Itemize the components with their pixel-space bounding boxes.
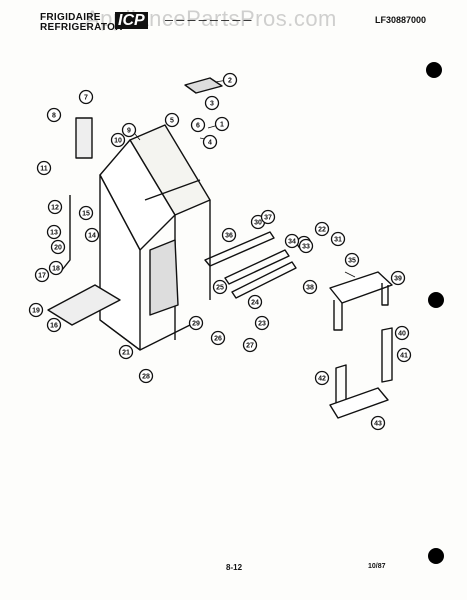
revision-date: 10/87 bbox=[368, 563, 386, 570]
callout-14: 14 bbox=[84, 227, 100, 243]
callout-4: 4 bbox=[202, 134, 218, 150]
callout-19: 19 bbox=[28, 302, 44, 318]
callout-10: 10 bbox=[110, 132, 126, 148]
svg-text:22: 22 bbox=[318, 227, 326, 234]
svg-text:34: 34 bbox=[288, 239, 296, 246]
model-number: LF30887000 bbox=[375, 15, 427, 25]
callout-38: 38 bbox=[302, 279, 318, 295]
callout-21: 21 bbox=[118, 344, 134, 360]
svg-text:19: 19 bbox=[32, 308, 40, 315]
callout-17: 17 bbox=[34, 267, 50, 283]
svg-text:37: 37 bbox=[264, 215, 272, 222]
brand-logo: ICP bbox=[115, 12, 148, 29]
callout-31: 31 bbox=[330, 231, 346, 247]
svg-text:35: 35 bbox=[348, 258, 356, 265]
svg-text:28: 28 bbox=[142, 374, 150, 381]
callout-18: 18 bbox=[48, 260, 64, 276]
svg-text:3: 3 bbox=[210, 101, 214, 108]
svg-text:31: 31 bbox=[334, 237, 342, 244]
svg-text:12: 12 bbox=[51, 205, 59, 212]
callout-12: 12 bbox=[47, 199, 63, 215]
callout-27: 27 bbox=[242, 337, 258, 353]
callout-26: 26 bbox=[210, 330, 226, 346]
callout-20: 20 bbox=[50, 239, 66, 255]
callout-23: 23 bbox=[254, 315, 270, 331]
svg-text:2: 2 bbox=[228, 78, 232, 85]
callout-7: 7 bbox=[78, 89, 94, 105]
callout-29: 29 bbox=[188, 315, 204, 331]
svg-text:11: 11 bbox=[40, 166, 48, 173]
callout-8: 8 bbox=[46, 107, 62, 123]
callout-37: 37 bbox=[260, 209, 276, 225]
callout-33: 33 bbox=[298, 238, 314, 254]
callout-3: 3 bbox=[204, 95, 220, 111]
callout-41: 41 bbox=[396, 347, 412, 363]
svg-text:25: 25 bbox=[216, 285, 224, 292]
svg-text:38: 38 bbox=[306, 285, 314, 292]
svg-text:6: 6 bbox=[196, 123, 200, 130]
svg-text:8: 8 bbox=[52, 113, 56, 120]
svg-text:40: 40 bbox=[398, 331, 406, 338]
callout-15: 15 bbox=[78, 205, 94, 221]
brand-name: FRIGIDAIRE bbox=[40, 12, 101, 23]
svg-text:1: 1 bbox=[220, 122, 224, 129]
svg-text:24: 24 bbox=[251, 300, 259, 307]
svg-text:17: 17 bbox=[38, 273, 46, 280]
cabinet-shell bbox=[99, 124, 211, 351]
callout-35: 35 bbox=[344, 252, 360, 268]
callout-6: 6 bbox=[190, 117, 206, 133]
svg-text:7: 7 bbox=[84, 95, 88, 102]
callout-13: 13 bbox=[46, 224, 62, 240]
svg-text:9: 9 bbox=[127, 128, 131, 135]
svg-text:30: 30 bbox=[254, 220, 262, 227]
callout-9: 9 bbox=[121, 122, 137, 138]
callout-42: 42 bbox=[314, 370, 330, 386]
header-rule-text: — — — — — — — — bbox=[165, 16, 253, 25]
svg-text:26: 26 bbox=[214, 336, 222, 343]
callout-25: 25 bbox=[212, 279, 228, 295]
callout-40: 40 bbox=[394, 325, 410, 341]
callout-43: 43 bbox=[370, 415, 386, 431]
svg-text:15: 15 bbox=[82, 211, 90, 218]
svg-text:20: 20 bbox=[54, 245, 62, 252]
svg-text:21: 21 bbox=[122, 350, 130, 357]
binder-hole-bottom bbox=[428, 548, 444, 564]
svg-text:39: 39 bbox=[394, 276, 402, 283]
callout-28: 28 bbox=[138, 368, 154, 384]
callout-39: 39 bbox=[390, 270, 406, 286]
callout-2: 2 bbox=[222, 72, 238, 88]
binder-hole-top bbox=[426, 62, 442, 78]
callout-11: 11 bbox=[36, 160, 52, 176]
svg-text:14: 14 bbox=[88, 233, 96, 240]
svg-text:27: 27 bbox=[246, 343, 254, 350]
product-type: REFRIGERATOR bbox=[40, 22, 123, 33]
callout-16: 16 bbox=[46, 317, 62, 333]
svg-text:5: 5 bbox=[170, 118, 174, 125]
binder-hole-middle bbox=[428, 292, 444, 308]
callout-24: 24 bbox=[247, 294, 263, 310]
callout-1: 1 bbox=[214, 116, 230, 132]
svg-text:41: 41 bbox=[400, 353, 408, 360]
svg-text:29: 29 bbox=[192, 321, 200, 328]
svg-text:4: 4 bbox=[208, 140, 212, 147]
svg-text:33: 33 bbox=[302, 244, 310, 251]
svg-text:10: 10 bbox=[114, 138, 122, 145]
callout-22: 22 bbox=[314, 221, 330, 237]
svg-text:23: 23 bbox=[258, 321, 266, 328]
page-number: 8-12 bbox=[226, 563, 243, 572]
callout-36: 36 bbox=[221, 227, 237, 243]
svg-text:18: 18 bbox=[52, 266, 60, 273]
callout-5: 5 bbox=[164, 112, 180, 128]
svg-text:36: 36 bbox=[225, 233, 233, 240]
svg-text:13: 13 bbox=[50, 230, 58, 237]
svg-text:42: 42 bbox=[318, 376, 326, 383]
svg-text:43: 43 bbox=[374, 421, 382, 428]
svg-text:16: 16 bbox=[50, 323, 58, 330]
callout-34: 34 bbox=[284, 233, 300, 249]
